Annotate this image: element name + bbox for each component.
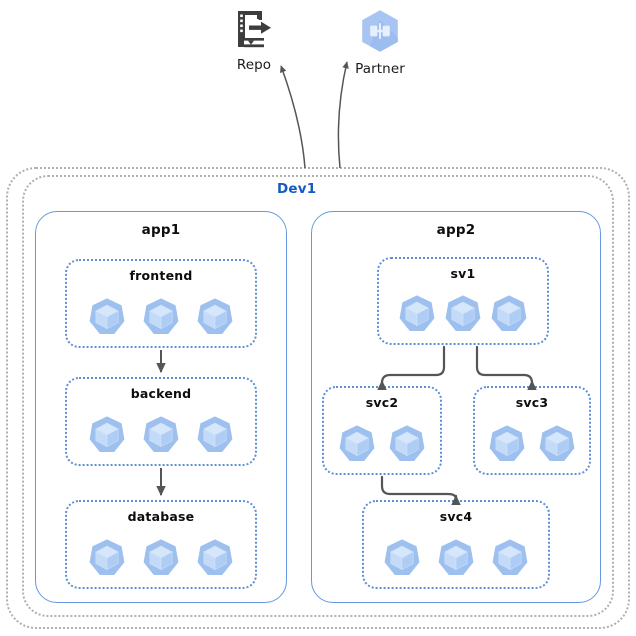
service-box-backend[interactable]: backend bbox=[65, 377, 257, 466]
external-node-label: Partner bbox=[355, 61, 405, 77]
pod-icon bbox=[143, 298, 179, 334]
pod-group bbox=[67, 296, 255, 338]
pod-icon bbox=[438, 539, 474, 575]
pod-icon bbox=[89, 539, 125, 575]
pod-icon bbox=[143, 539, 179, 575]
pod-group bbox=[324, 423, 440, 465]
service-title: svc3 bbox=[515, 395, 549, 410]
app-title: app1 bbox=[141, 222, 181, 238]
pod-icon bbox=[339, 425, 375, 461]
pod-icon bbox=[489, 425, 525, 461]
pod-icon bbox=[492, 539, 528, 575]
pod-group bbox=[67, 537, 255, 579]
service-box-database[interactable]: database bbox=[65, 500, 257, 589]
arrow-dev1-to-partner bbox=[337, 61, 349, 169]
external-node-label: Repo bbox=[236, 57, 272, 73]
pod-icon bbox=[389, 425, 425, 461]
service-title: sv1 bbox=[450, 266, 476, 281]
pod-icon bbox=[197, 298, 233, 334]
external-node-partner[interactable]: Partner bbox=[342, 8, 418, 77]
app-title: app2 bbox=[436, 222, 476, 238]
pod-group bbox=[475, 423, 589, 465]
service-box-svc2[interactable]: svc2 bbox=[322, 386, 442, 475]
service-box-svc4[interactable]: svc4 bbox=[362, 500, 550, 589]
pod-icon bbox=[89, 298, 125, 334]
external-node-repo[interactable]: Repo bbox=[218, 8, 290, 73]
cluster-boundary bbox=[6, 167, 630, 629]
pod-icon bbox=[384, 539, 420, 575]
pod-icon bbox=[197, 416, 233, 452]
pod-icon bbox=[491, 295, 527, 331]
partner-hexagon-icon bbox=[342, 8, 418, 58]
pod-icon bbox=[539, 425, 575, 461]
pod-icon bbox=[399, 295, 435, 331]
namespace-label: Dev1 bbox=[277, 181, 317, 197]
service-title: database bbox=[127, 509, 195, 524]
repo-icon bbox=[218, 8, 290, 54]
service-title: frontend bbox=[129, 268, 193, 283]
namespace-boundary-dev1 bbox=[22, 175, 614, 617]
service-box-svc3[interactable]: svc3 bbox=[473, 386, 591, 475]
service-title: backend bbox=[130, 386, 192, 401]
pod-group bbox=[67, 414, 255, 456]
service-box-frontend[interactable]: frontend bbox=[65, 259, 257, 348]
pod-icon bbox=[89, 416, 125, 452]
service-title: svc4 bbox=[439, 509, 473, 524]
pod-icon bbox=[197, 539, 233, 575]
pod-group bbox=[364, 537, 548, 579]
pod-icon bbox=[143, 416, 179, 452]
service-box-sv1[interactable]: sv1 bbox=[377, 257, 549, 345]
pod-icon bbox=[445, 295, 481, 331]
service-title: svc2 bbox=[365, 395, 399, 410]
arrow-dev1-to-repo bbox=[280, 65, 306, 169]
pod-group bbox=[379, 293, 547, 335]
